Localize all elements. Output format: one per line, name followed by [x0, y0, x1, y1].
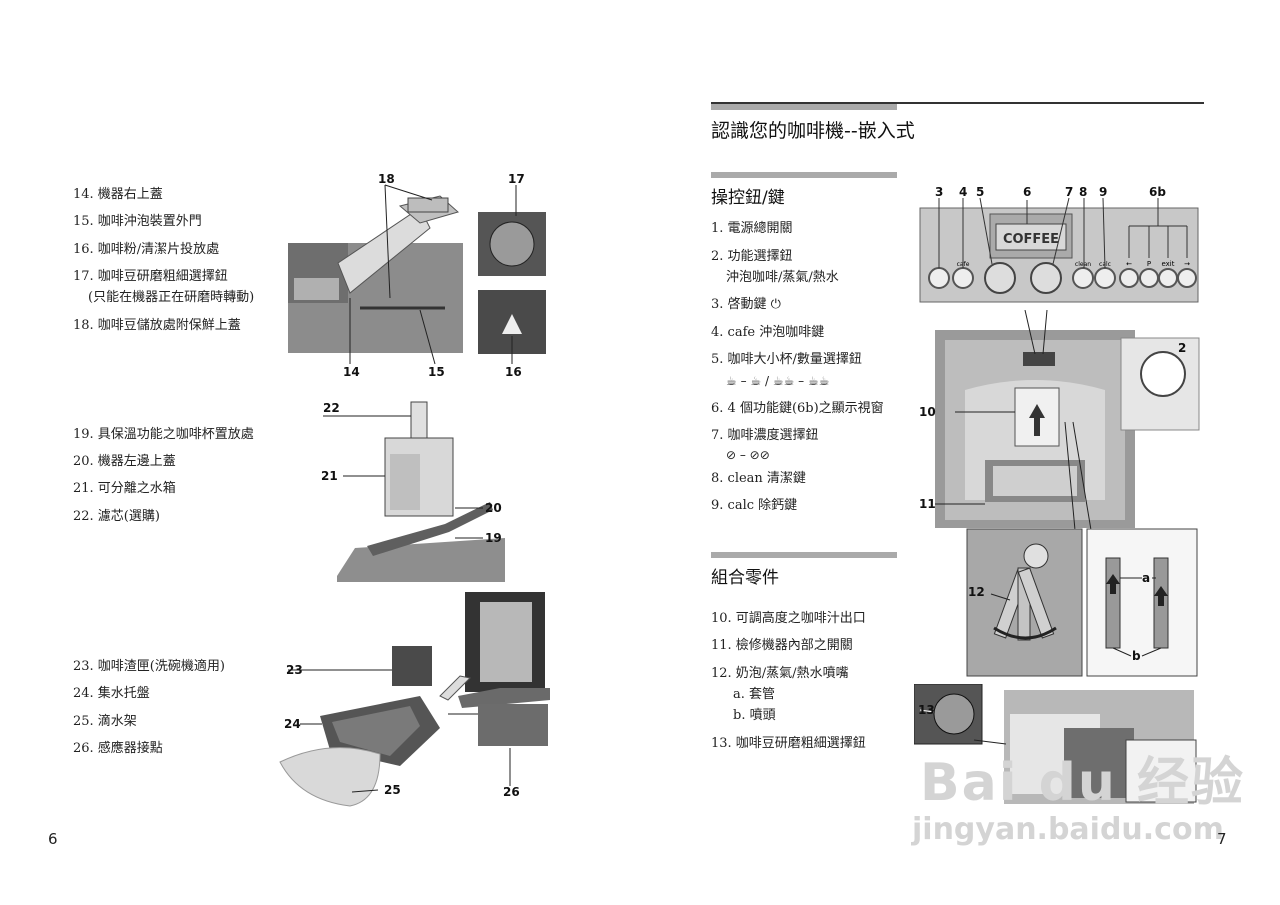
button-label-clean: clean — [1075, 261, 1091, 268]
section-rule — [711, 172, 897, 178]
list-item: 9. calc 除鈣鍵 — [711, 498, 798, 513]
list-item: 11. 檢修機器內部之開關 — [711, 638, 853, 653]
list-item-sub: a. 套管 — [733, 687, 776, 702]
callout-a: a — [1142, 571, 1150, 585]
list-item: 5. 咖啡大小杯/數量選擇鈕 — [711, 352, 862, 367]
title-rule-gray — [711, 104, 897, 110]
list-item: 8. clean 清潔鍵 — [711, 471, 806, 486]
figure-machine-top: 18 17 14 15 16 — [288, 172, 546, 379]
section-title-parts: 組合零件 — [711, 568, 779, 588]
list-item: 4. cafe 沖泡咖啡鍵 — [711, 325, 825, 340]
list-item: 14. 機器右上蓋 — [73, 187, 163, 202]
callout-6: 6 — [1023, 185, 1031, 199]
callout-10: 10 — [919, 405, 936, 419]
figure-control-panel: COFFEE cafe clean calc ← P exit → 3 4 5 … — [919, 185, 1199, 303]
list-item: 15. 咖啡沖泡裝置外門 — [73, 214, 202, 229]
title-rule — [711, 102, 1204, 104]
list-item: 3. 啓動鍵 ⏻ — [711, 297, 781, 312]
callout-21: 21 — [321, 469, 338, 483]
callout-26: 26 — [503, 785, 520, 799]
callout-6b: 6b — [1149, 185, 1166, 199]
list-item: 26. 感應器接點 — [73, 741, 163, 756]
button-label-exit: exit — [1161, 260, 1174, 268]
list-item: 24. 集水托盤 — [73, 686, 150, 701]
callout-12: 12 — [968, 585, 985, 599]
list-item: 18. 咖啡豆儲放處附保鮮上蓋 — [73, 318, 241, 333]
strength-symbols: ⊘ – ⊘⊘ — [726, 448, 770, 462]
section-rule — [711, 552, 897, 558]
callout-8: 8 — [1079, 185, 1087, 199]
cup-size-symbols: ☕ – ☕ / ☕☕ – ☕☕ — [726, 374, 830, 388]
callout-19: 19 — [485, 531, 502, 545]
list-item: 17. 咖啡豆研磨粗細選擇鈕 — [73, 269, 228, 284]
callout-15: 15 — [428, 365, 445, 379]
callout-11: 11 — [919, 497, 936, 511]
list-item: 13. 咖啡豆研磨粗細選擇鈕 — [711, 736, 866, 751]
list-item: 22. 濾芯(選購) — [73, 509, 160, 524]
callout-14: 14 — [343, 365, 360, 379]
figure-nozzle: 12 a b — [966, 528, 1198, 677]
callout-18: 18 — [378, 172, 395, 186]
list-item: 16. 咖啡粉/清潔片投放處 — [73, 242, 220, 257]
callout-20: 20 — [485, 501, 502, 515]
button-label-left: ← — [1126, 260, 1132, 268]
list-item: 10. 可調高度之咖啡汁出口 — [711, 611, 866, 626]
list-item: 2. 功能選擇鈕 — [711, 249, 793, 264]
callout-3: 3 — [935, 185, 943, 199]
list-item: 12. 奶泡/蒸氣/熱水噴嘴 — [711, 666, 849, 681]
button-label-p: P — [1147, 260, 1151, 268]
list-item-note: (只能在機器正在研磨時轉動) — [88, 290, 255, 305]
callout-13: 13 — [918, 703, 935, 717]
callout-5: 5 — [976, 185, 984, 199]
page-number-left: 6 — [48, 830, 58, 848]
figure-water-tank: 22 21 20 19 — [321, 401, 505, 582]
callout-25: 25 — [384, 783, 401, 797]
section-title-controls: 操控鈕/鍵 — [711, 188, 785, 208]
baidu-logo-watermark: Bai du 经验 — [920, 753, 1245, 813]
callout-7: 7 — [1065, 185, 1073, 199]
list-item: 21. 可分離之水箱 — [73, 481, 176, 496]
callout-b: b — [1132, 649, 1141, 663]
callout-16: 16 — [505, 365, 522, 379]
page-number-right: 7 — [1217, 830, 1227, 848]
callout-22: 22 — [323, 401, 340, 415]
list-item: 19. 具保溫功能之咖啡杯置放處 — [73, 427, 254, 442]
baidu-url-watermark: jingyan.baidu.com — [912, 812, 1224, 847]
figure-builtin-machine: 2 10 11 — [919, 310, 1200, 530]
callout-2: 2 — [1178, 341, 1186, 355]
callout-4: 4 — [959, 185, 967, 199]
list-item: 1. 電源總開關 — [711, 221, 793, 236]
list-item-sub: b. 噴頭 — [733, 708, 776, 723]
list-item: 23. 咖啡渣匣(洗碗機適用) — [73, 659, 225, 674]
list-item: 20. 機器左邊上蓋 — [73, 454, 176, 469]
figure-grinder-knob: 13 — [914, 684, 1197, 804]
display-text: COFFEE — [1003, 232, 1059, 247]
button-label-right: → — [1184, 260, 1190, 268]
list-item: 6. 4 個功能鍵(6b)之顯示視窗 — [711, 401, 884, 416]
callout-9: 9 — [1099, 185, 1107, 199]
list-item: 25. 滴水架 — [73, 714, 137, 729]
callout-23: 23 — [286, 663, 303, 677]
callout-24: 24 — [284, 717, 301, 731]
figure-drip-tray: 23 24 25 26 — [279, 592, 550, 807]
list-item: 7. 咖啡濃度選擇鈕 — [711, 428, 819, 443]
page-title: 認識您的咖啡機--嵌入式 — [711, 120, 915, 142]
list-item-sub: 沖泡咖啡/蒸氣/熱水 — [726, 270, 839, 285]
callout-17: 17 — [508, 172, 525, 186]
